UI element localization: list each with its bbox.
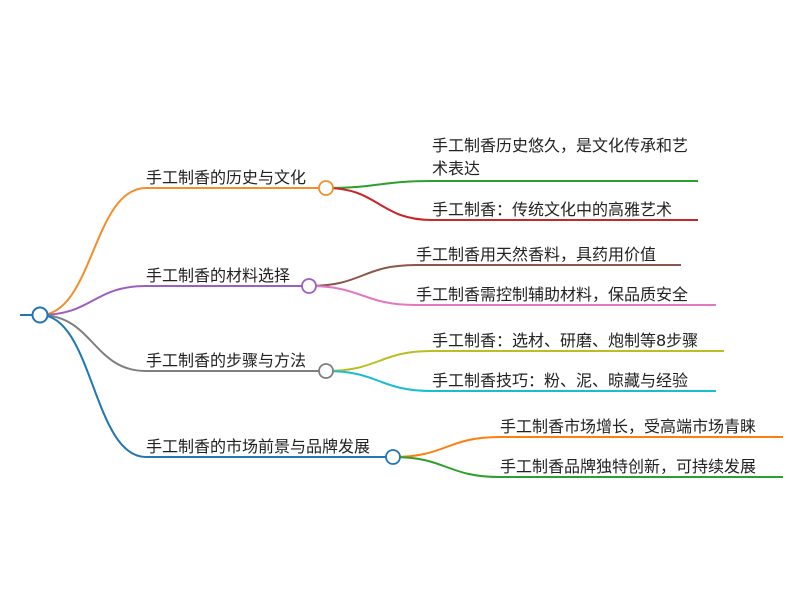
branch-connector-0	[39, 187, 147, 316]
leaf-connector-2-1	[325, 370, 433, 392]
leaf-connector-1-1	[308, 285, 417, 306]
leaf-label-history-2[interactable]: 手工制香：传统文化中的高雅艺术	[432, 200, 673, 219]
leaf-label-steps-2[interactable]: 手工制香技巧：粉、泥、晾藏与经验	[432, 371, 689, 390]
leaf-connector-1-0	[308, 264, 417, 287]
branch-connector-3	[39, 314, 147, 458]
leaf-connector-3-1	[392, 456, 501, 478]
branch-label-history-culture[interactable]: 手工制香的历史与文化	[146, 168, 307, 187]
leaf-label-history-1[interactable]: 手工制香历史悠久，是文化传承和艺术表达	[432, 136, 689, 178]
branch-label-materials[interactable]: 手工制香的材料选择	[146, 266, 291, 285]
leaf-label-market-1[interactable]: 手工制香市场增长，受高端市场青睐	[500, 417, 757, 436]
leaf-connector-2-0	[325, 350, 433, 372]
leaf-label-market-2[interactable]: 手工制香品牌独特创新，可持续发展	[500, 457, 757, 476]
leaf-label-materials-2[interactable]: 手工制香需控制辅助材料，保品质安全	[416, 285, 689, 304]
branch-node-circle-3	[385, 449, 401, 465]
branch-node-circle-0	[318, 180, 334, 196]
leaf-connector-0-1	[325, 187, 433, 221]
branch-connector-1	[39, 285, 147, 316]
branch-node-circle-2	[318, 363, 334, 379]
branch-label-steps-methods[interactable]: 手工制香的步骤与方法	[146, 351, 307, 370]
branch-node-circle-1	[301, 278, 317, 294]
leaf-label-materials-1[interactable]: 手工制香用天然香料，具药用价值	[416, 245, 657, 264]
branch-connector-2	[39, 314, 147, 372]
leaf-label-steps-1[interactable]: 手工制香：选材、研磨、炮制等8步骤	[432, 331, 699, 350]
leaf-connector-3-0	[392, 436, 501, 458]
root-node-circle	[31, 306, 49, 324]
branch-label-market-brand[interactable]: 手工制香的市场前景与品牌发展	[146, 437, 371, 456]
leaf-connector-0-0	[325, 180, 433, 189]
